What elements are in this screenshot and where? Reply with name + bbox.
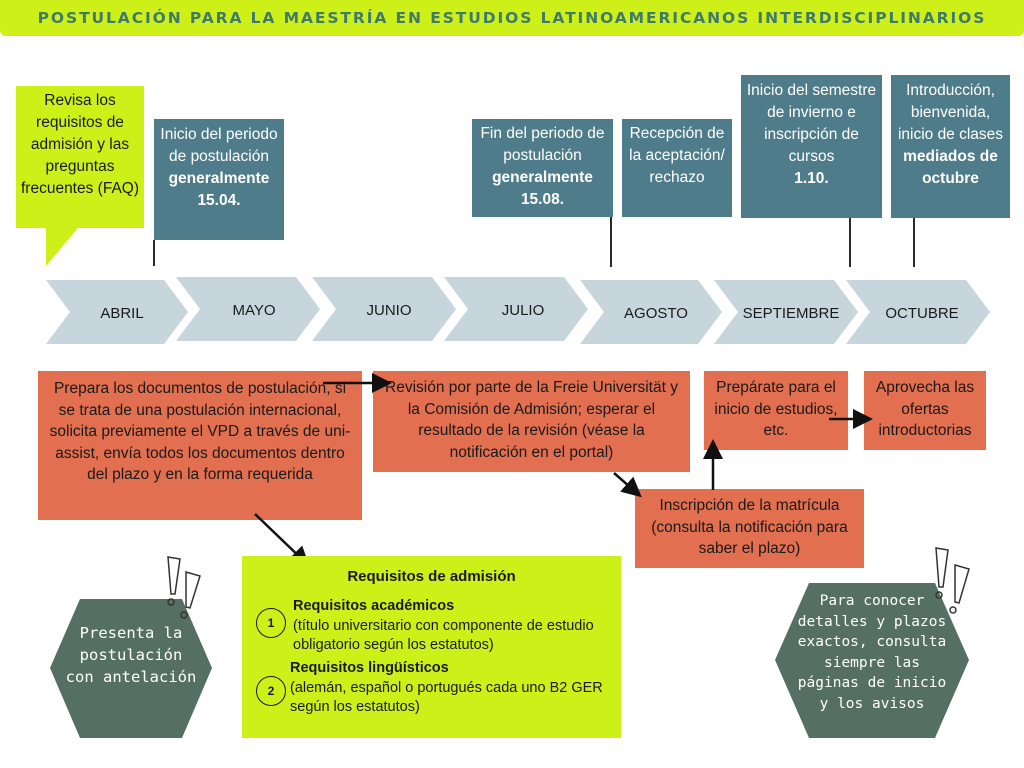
- exclamation-marks-icon: [167, 556, 201, 619]
- callout-introduccion-text: Introducción, bienvenida, inicio de clas…: [897, 82, 1004, 143]
- step-revision: Revisión por parte de la Freie Universit…: [373, 371, 690, 472]
- month-timeline: ABRIL MAYO JUNIO JULIO AGOSTO SEPTIEMBRE…: [46, 277, 990, 344]
- page-title: POSTULACIÓN PARA LA MAESTRÍA EN ESTUDIOS…: [37, 9, 987, 27]
- requirement-number-2: 2: [256, 676, 286, 706]
- step-matricula: Inscripción de la matrícula (consulta la…: [635, 489, 864, 568]
- month-label-julio: JULIO: [502, 302, 545, 319]
- callout-fin-periodo: Fin del periodo de postulación generalme…: [472, 119, 613, 217]
- callout-semestre: Inicio del semestre de invierno e inscri…: [741, 75, 882, 218]
- month-label-agosto: AGOSTO: [624, 305, 688, 322]
- callout-semestre-date: 1.10.: [794, 170, 829, 187]
- faq-callout-shape: [16, 86, 144, 266]
- connector-line: [610, 217, 612, 267]
- month-chevron-agosto: AGOSTO: [580, 280, 722, 344]
- month-label-mayo: MAYO: [232, 302, 275, 319]
- callout-fin-periodo-date: generalmente 15.08.: [492, 169, 593, 208]
- note-right-text: Para conocer detalles y plazos exactos, …: [797, 593, 947, 712]
- step-prepara-text: Prepara los documentos de postulación, s…: [49, 380, 351, 483]
- requirement-text-1: (título universitario con componente de …: [293, 618, 594, 653]
- note-left-hexagon: [50, 599, 212, 738]
- step-matricula-text: Inscripción de la matrícula (consulta la…: [651, 497, 848, 557]
- month-label-junio: JUNIO: [367, 302, 412, 319]
- step-prepara: Prepara los documentos de postulación, s…: [38, 371, 362, 520]
- callout-inicio-periodo-text: Inicio del periodo de postulación: [160, 126, 278, 165]
- requirements-box: Requisitos de admisión 1 Requisitos acad…: [242, 556, 621, 738]
- month-chevron-julio: JULIO: [444, 277, 588, 341]
- requirement-text-2: (alemán, español o portugués cada uno B2…: [290, 680, 603, 715]
- month-label-octubre: OCTUBRE: [885, 305, 958, 322]
- requirement-heading-2: Requisitos lingüísticos: [290, 660, 449, 676]
- callout-inicio-periodo-date: generalmente 15.04.: [168, 170, 270, 209]
- callout-semestre-text: Inicio del semestre de invierno e inscri…: [746, 82, 877, 165]
- exclamation-marks-icon: [935, 547, 970, 614]
- callout-fin-periodo-text: Fin del periodo de postulación: [480, 125, 605, 164]
- step-preparate: Prepárate para el inicio de estudios, et…: [704, 371, 848, 450]
- callout-inicio-periodo: Inicio del periodo de postulación genera…: [154, 119, 284, 240]
- month-chevron-abril: ABRIL: [46, 280, 188, 344]
- requirement-number-1: 1: [256, 608, 286, 638]
- faq-callout-text: Revisa los requisitos de admisión y las …: [20, 92, 139, 197]
- callout-recepcion-text: Recepción de la aceptación/ rechazo: [629, 125, 725, 186]
- page-header: POSTULACIÓN PARA LA MAESTRÍA EN ESTUDIOS…: [0, 0, 1024, 36]
- step-aprovecha-text: Aprovecha las ofertas introductorias: [875, 379, 975, 439]
- connector-line: [913, 218, 915, 267]
- step-aprovecha: Aprovecha las ofertas introductorias: [864, 371, 986, 450]
- callout-recepcion: Recepción de la aceptación/ rechazo: [622, 119, 732, 217]
- note-right-hexagon: [775, 583, 969, 738]
- requirements-title: Requisitos de admisión: [347, 568, 516, 585]
- step-revision-text: Revisión por parte de la Freie Universit…: [385, 379, 678, 461]
- callout-introduccion-date: mediados de octubre: [903, 148, 998, 187]
- callout-introduccion: Introducción, bienvenida, inicio de clas…: [891, 75, 1010, 218]
- connector-line: [153, 240, 155, 266]
- month-chevron-junio: JUNIO: [312, 277, 456, 341]
- step-preparate-text: Prepárate para el inicio de estudios, et…: [714, 379, 838, 439]
- month-chevron-mayo: MAYO: [176, 277, 320, 341]
- month-chevron-octubre: OCTUBRE: [846, 280, 990, 344]
- month-label-septiembre: SEPTIEMBRE: [743, 305, 840, 322]
- month-label-abril: ABRIL: [100, 305, 143, 322]
- requirement-heading-1: Requisitos académicos: [293, 598, 455, 614]
- month-chevron-septiembre: SEPTIEMBRE: [714, 280, 858, 344]
- connector-line: [849, 218, 851, 267]
- note-left-text: Presenta la postulación con antelación: [65, 624, 197, 686]
